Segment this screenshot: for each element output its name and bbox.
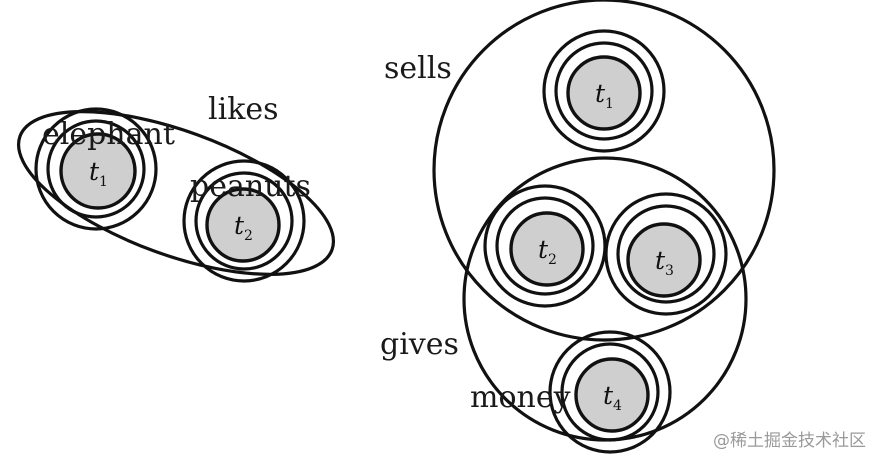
elephant-node: t1 elephant [34,107,175,231]
peanuts-inner-ring [194,171,294,271]
t1-right-inner-ring [554,41,654,141]
elephant-outer-ring [34,107,158,231]
money-node: t4 money [470,330,672,454]
token-t3 [626,222,702,298]
label-gives: gives [380,327,459,362]
token-t3-label: t3 [655,246,674,279]
peanuts-outer-ring [182,159,306,283]
token-t1-right-label: t1 [595,79,614,112]
peanuts-node: t2 peanuts [182,159,311,283]
label-likes: likes [208,92,279,127]
t1-right-outer-ring [542,29,666,153]
money-outer-ring [548,330,672,454]
watermark: @稀土掘金技术社区 [713,431,866,451]
label-elephant: elephant [42,117,175,152]
label-peanuts: peanuts [190,169,311,204]
t3-inner-ring [616,204,716,304]
token-t1-left [59,132,137,210]
token-t1-left-label: t1 [89,157,108,190]
token-t4-label: t4 [603,381,622,414]
sells-circle [432,0,776,342]
node-t1-right: t1 [542,29,666,153]
money-inner-ring [560,342,660,442]
token-t4 [574,357,650,433]
node-t2-right: t2 [483,184,607,308]
t2-right-inner-ring [495,196,595,296]
node-t3: t3 [604,192,728,316]
token-t2-right [509,211,585,287]
token-t2-right-label: t2 [538,235,557,268]
sells-gives-group: sells gives t1 t2 t3 t4 money [380,0,776,454]
token-t2-left-label: t2 [234,211,253,244]
token-t1-right [566,55,642,131]
label-sells: sells [384,51,452,86]
token-t2-left [205,187,281,263]
t3-outer-ring [604,192,728,316]
likes-ellipse [16,110,336,276]
label-money: money [470,380,571,415]
elephant-inner-ring [46,119,146,219]
likes-group: likes t1 elephant t2 peanuts [16,92,336,283]
